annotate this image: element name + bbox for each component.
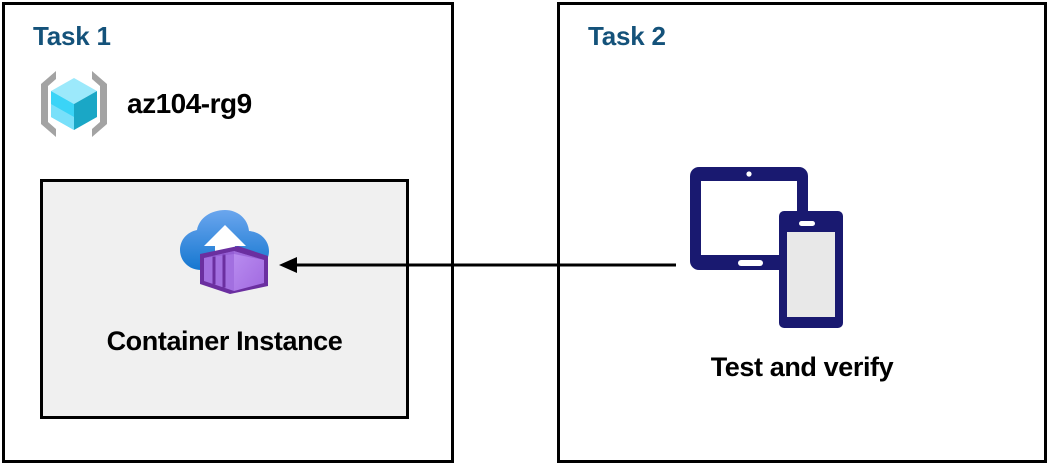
azure-resource-group-icon [35,67,113,141]
test-and-verify-label: Test and verify [710,352,894,382]
container-instance-box: Container Instance [40,179,409,419]
task-2-title: Task 2 [588,21,666,51]
resource-group-label: az104-rg9 [127,88,252,119]
container-instance-label: Container Instance [106,326,343,356]
azure-container-instance-icon [176,182,274,296]
panel-task-1: Task 1 az104-rg9 [2,2,454,463]
resource-group-row: az104-rg9 [35,67,252,141]
task-1-title: Task 1 [33,21,111,51]
